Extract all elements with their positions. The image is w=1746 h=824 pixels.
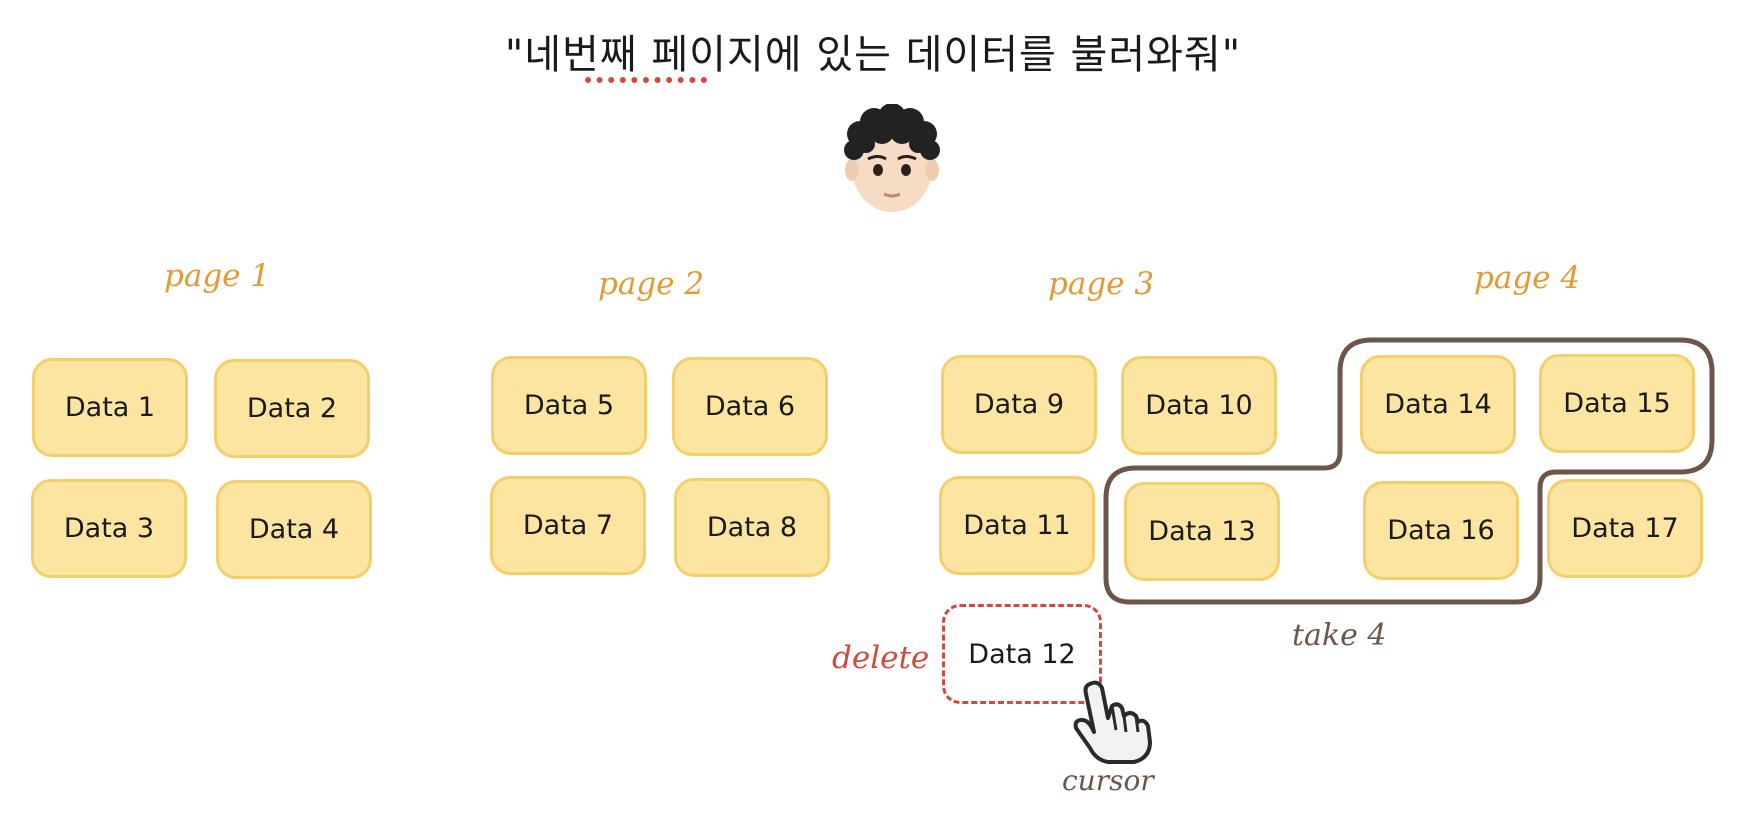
data-card: Data 16: [1363, 481, 1519, 580]
page-label-4: page 4: [1474, 260, 1581, 296]
data-card: Data 13: [1124, 482, 1280, 581]
request-quote: "네번째 페이지에 있는 데이터를 불러와줘": [504, 32, 1242, 78]
data-card: Data 5: [491, 356, 647, 455]
data-card: Data 10: [1121, 356, 1277, 455]
deleted-data-card: Data 12: [942, 604, 1102, 704]
data-card: Data 2: [214, 359, 370, 458]
hand-cursor-icon: [1073, 680, 1152, 764]
data-card: Data 11: [939, 476, 1095, 575]
data-card: Data 7: [490, 476, 646, 575]
data-card: Data 4: [216, 480, 372, 579]
data-card: Data 3: [31, 479, 187, 578]
data-card: Data 15: [1539, 354, 1695, 453]
data-card: Data 17: [1547, 479, 1703, 578]
page-label-2: page 2: [598, 266, 705, 302]
data-card: Data 6: [672, 357, 828, 456]
data-card: Data 1: [32, 358, 188, 457]
person-icon: [844, 104, 940, 212]
delete-label: delete: [832, 640, 930, 676]
page-label-1: page 1: [164, 258, 271, 294]
emphasis-underline: [585, 77, 707, 83]
take-label: take 4: [1292, 618, 1387, 653]
data-card: Data 9: [941, 355, 1097, 454]
data-card: Data 14: [1360, 355, 1516, 454]
data-card: Data 8: [674, 478, 830, 577]
page-label-3: page 3: [1048, 266, 1155, 302]
cursor-label: cursor: [1062, 764, 1154, 797]
